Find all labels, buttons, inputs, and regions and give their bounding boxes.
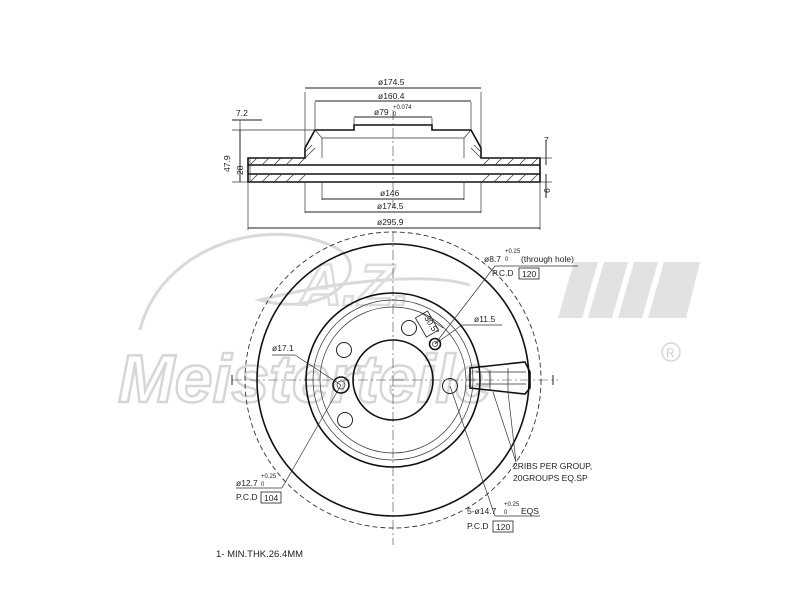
through-hole — [428, 337, 442, 351]
dim-11-5: ø11.5 — [474, 314, 495, 324]
ribs-note-line1: 2RIBS PER GROUP, — [513, 461, 592, 471]
watermark: A.Z. Meisterteile R — [117, 232, 700, 418]
watermark-logo-text: A.Z. — [298, 253, 410, 318]
section-hatch — [249, 144, 539, 183]
hole-12-7-tol-lower: 0 — [261, 482, 265, 488]
center-bore — [352, 339, 434, 421]
bolt-holes-tol-lower: 0 — [504, 510, 508, 516]
bolt-holes-suffix: EQS — [521, 506, 539, 516]
dim-hat-step: 7.2 — [236, 108, 248, 118]
bolt-hole — [401, 320, 417, 336]
bolt-holes-pcd-label: P.C.D — [467, 521, 489, 531]
watermark-swoosh — [138, 232, 471, 331]
dim-right-top: 7 — [544, 135, 549, 145]
through-hole-label: ø8.7 — [484, 254, 501, 264]
through-hole-tol-upper: +0.25 — [505, 249, 521, 255]
bolt-hole — [442, 378, 458, 394]
watermark-registered-circle — [661, 342, 681, 362]
through-hole-pcd-value: 120 — [522, 269, 536, 279]
through-hole-tol-lower: 0 — [505, 257, 509, 263]
min-thickness-note: 1- MIN.THK.26.4MM — [216, 549, 303, 560]
dim-center-bore: ø79 — [374, 107, 389, 117]
watermark-brand-text: Meisterteile — [118, 341, 492, 417]
front-view: ø8.7 +0.25 0 (through hole) P.C.D 120 30… — [231, 231, 592, 545]
watermark-registered-mark: R — [666, 346, 675, 360]
hat-outer — [305, 292, 481, 468]
dim-total-height: 47.9 — [222, 155, 232, 172]
dim-disc-thickness: 28 — [235, 165, 245, 175]
hole-12-7-pcd-label: P.C.D — [236, 492, 258, 502]
dim-center-bore-tol-lower: 0 — [393, 112, 397, 118]
dim-disc-diameter: ø295.9 — [377, 217, 404, 227]
bolt-hole — [336, 342, 352, 358]
bolt-holes-label: 5-ø14.7 — [467, 506, 497, 516]
bolt-holes-pcd-value: 120 — [496, 522, 510, 532]
watermark-stripes — [558, 262, 700, 318]
hole-12-7-pcd-value: 104 — [264, 493, 278, 503]
angle-label: 30.5° — [422, 314, 441, 336]
dim-center-bore-tol-upper: +0.074 — [393, 105, 412, 111]
ribs-note-line2: 20GROUPS EQ.SP — [513, 473, 588, 483]
side-view: ø174.5 ø160.4 ø79 +0.074 0 47.9 28 7.2 7… — [222, 77, 552, 230]
dim-hat-outer: ø174.5 — [377, 201, 404, 211]
friction-ring-outer — [256, 243, 530, 517]
hat-inner — [312, 299, 474, 461]
through-hole-note: (through hole) — [521, 254, 574, 264]
hat-face — [319, 306, 467, 454]
hole-12-7-tol-upper: +0.25 — [261, 474, 277, 480]
bolt-holes-tol-upper: +0.25 — [504, 502, 520, 508]
dim-inner-face: ø160.4 — [378, 91, 405, 101]
vent-rib-slot — [469, 361, 531, 395]
dim-right-bottom: 6 — [542, 188, 552, 193]
dim-17-1: ø17.1 — [272, 343, 294, 353]
through-hole-pcd-label: P.C.D — [492, 268, 514, 278]
disc-outer-edge — [244, 231, 542, 529]
dim-hat-inner: ø146 — [380, 188, 400, 198]
bolt-hole-main — [332, 376, 350, 394]
hole-12-7-label: ø12.7 — [236, 478, 258, 488]
dim-outer-diameter: ø174.5 — [378, 77, 405, 87]
bolt-hole — [337, 412, 353, 428]
